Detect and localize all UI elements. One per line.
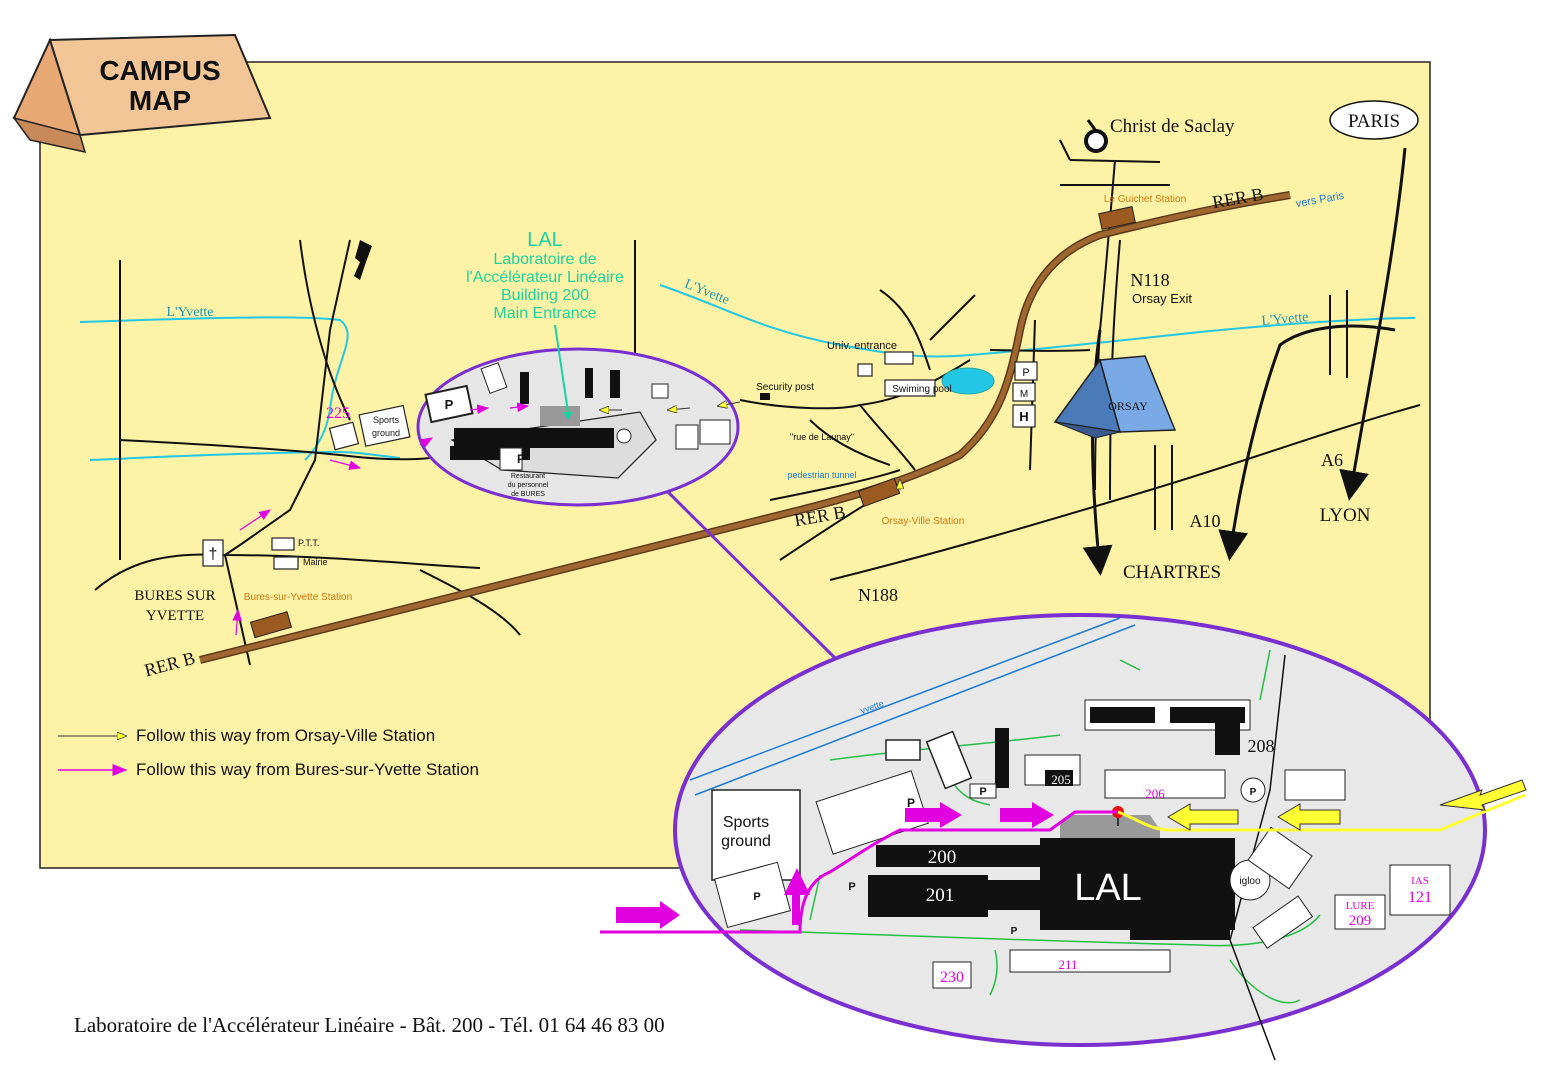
mairie-label: Mairie xyxy=(303,557,328,567)
inset-lure-label-1: LURE xyxy=(1346,900,1375,912)
lal-callout-line4: Main Entrance xyxy=(493,305,596,322)
legend: Follow this way from Orsay-Ville Station… xyxy=(58,726,479,779)
route-arrows-bures xyxy=(232,402,530,636)
inset-201-label: 201 xyxy=(926,885,955,906)
le-guichet-label: Le Guichet Station xyxy=(1104,194,1186,205)
inset-208-label: 208 xyxy=(1248,736,1275,756)
legend-orsay: Follow this way from Orsay-Ville Station xyxy=(136,726,435,745)
stations xyxy=(249,206,1136,639)
inset-sports-label-1: Sports xyxy=(723,814,769,831)
rer-b-rail xyxy=(199,191,1291,664)
dark-marker xyxy=(354,240,372,280)
lal-callout-line2: l'Accélérateur Linéaire xyxy=(466,269,624,286)
inset-230-label: 230 xyxy=(940,969,964,986)
lal-callout-line1: Laboratoire de xyxy=(493,251,596,268)
yvette-label-1: L'Yvette xyxy=(167,305,214,320)
inset-parking-2: P xyxy=(979,786,986,798)
sports-ground-label-1: Sports xyxy=(373,415,400,425)
swimming-pool-label: Swiming pool xyxy=(892,384,951,395)
inset-parking-3: P xyxy=(753,891,760,903)
restaurant-label-3: de BURES xyxy=(511,491,545,498)
inset-parking-6: P xyxy=(1250,787,1257,798)
inset-205-label: 205 xyxy=(1051,772,1071,787)
inset-211-label: 211 xyxy=(1058,957,1077,972)
security-post-marker xyxy=(760,393,770,400)
sports-ground-label-2: ground xyxy=(372,428,400,438)
inset-connector xyxy=(666,490,837,660)
christ-saclay-label: Christ de Saclay xyxy=(1110,116,1235,137)
inset-sports-label-2: ground xyxy=(721,833,771,850)
univ-entrance-label: Univ. entrance xyxy=(827,340,897,352)
orsay-sign: ORSAY xyxy=(1053,355,1177,439)
lal-callout-name: LAL xyxy=(527,229,563,251)
swimming-pool xyxy=(941,367,995,395)
title-sign: CAMPUS MAP xyxy=(12,33,272,154)
legend-bures: Follow this way from Bures-sur-Yvette St… xyxy=(136,760,479,779)
parking-symbol: P xyxy=(1022,367,1029,379)
bures-label-2: YVETTE xyxy=(146,608,204,624)
lyon-label: LYON xyxy=(1320,505,1371,526)
inset-igloo-label: igloo xyxy=(1239,876,1261,887)
ptt-label: P.T.T. xyxy=(298,538,319,548)
a6-label: A6 xyxy=(1321,450,1343,470)
a10-label: A10 xyxy=(1190,511,1221,531)
n188-label: N188 xyxy=(858,585,898,605)
small-parking-2: P xyxy=(517,452,525,466)
security-post-label: Security post xyxy=(756,382,814,393)
inset-lure-label-2: 209 xyxy=(1349,913,1372,929)
route-arrows-orsay xyxy=(600,402,900,490)
orsay-exit-label: Orsay Exit xyxy=(1132,291,1192,306)
orsay-ville-label: Orsay-Ville Station xyxy=(882,516,965,527)
chartres-label: CHARTRES xyxy=(1123,562,1221,583)
inset-parking-1: P xyxy=(907,796,915,810)
building-225-label: 225 xyxy=(326,405,350,422)
metro-symbol: M xyxy=(1020,389,1028,400)
yvette-label-3: L'Yvette xyxy=(1261,310,1309,329)
restaurant-label-1: Restaurant xyxy=(511,473,545,480)
footer-contact: Laboratoire de l'Accélérateur Linéaire -… xyxy=(74,1013,665,1037)
inset-map: yvette xyxy=(600,613,1527,1061)
bures-label-1: BURES SUR xyxy=(134,588,215,604)
hospital-symbol: H xyxy=(1019,409,1028,424)
n118-label: N118 xyxy=(1130,270,1169,290)
small-parking-1: P xyxy=(445,397,454,412)
church-symbol: † xyxy=(209,546,218,563)
title-line1: CAMPUS xyxy=(99,55,220,86)
roundabout xyxy=(1084,129,1108,153)
lal-callout-line3: Building 200 xyxy=(501,287,589,304)
inset-lal-label: LAL xyxy=(1074,867,1142,909)
paris-label: PARIS xyxy=(1329,100,1419,140)
title-line2: MAP xyxy=(129,85,191,116)
inset-parking-4: P xyxy=(848,881,855,893)
bures-station-label: Bures-sur-Yvette Station xyxy=(244,592,352,603)
inset-ias-label-1: IAS xyxy=(1411,875,1429,887)
inset-ias-label-2: 121 xyxy=(1408,889,1432,906)
svg-text:PARIS: PARIS xyxy=(1348,111,1400,132)
lal-small-area: P P xyxy=(416,347,740,507)
inset-parking-5: P xyxy=(1011,926,1018,937)
inset-206-label: 206 xyxy=(1145,786,1165,801)
inset-200-label: 200 xyxy=(928,847,957,868)
rue-launay-label: "rue de Launay" xyxy=(790,432,854,442)
pedestrian-tunnel-label: pedestrian tunnel xyxy=(787,470,856,480)
orsay-sign-text: ORSAY xyxy=(1108,399,1148,413)
restaurant-label-2: du personnel xyxy=(508,482,549,489)
inset-arrows xyxy=(616,779,1527,929)
lal-pointer xyxy=(554,324,569,413)
